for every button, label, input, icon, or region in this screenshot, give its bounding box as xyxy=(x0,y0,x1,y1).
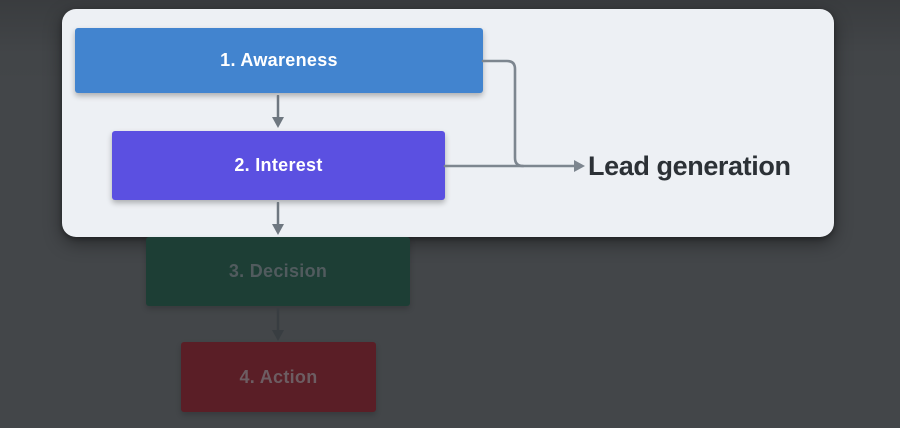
step-awareness: 1. Awareness xyxy=(75,28,483,93)
step-decision: 3. Decision xyxy=(146,237,410,306)
lead-generation-bracket-arrow xyxy=(443,59,585,172)
step-action: 4. Action xyxy=(181,342,376,412)
down-arrow-interest-to-decision xyxy=(272,202,284,235)
lead-generation-label: Lead generation xyxy=(588,151,791,181)
down-arrow-decision-to-action xyxy=(272,308,284,341)
step-interest: 2. Interest xyxy=(112,131,445,200)
down-arrow-awareness-to-interest xyxy=(272,95,284,128)
